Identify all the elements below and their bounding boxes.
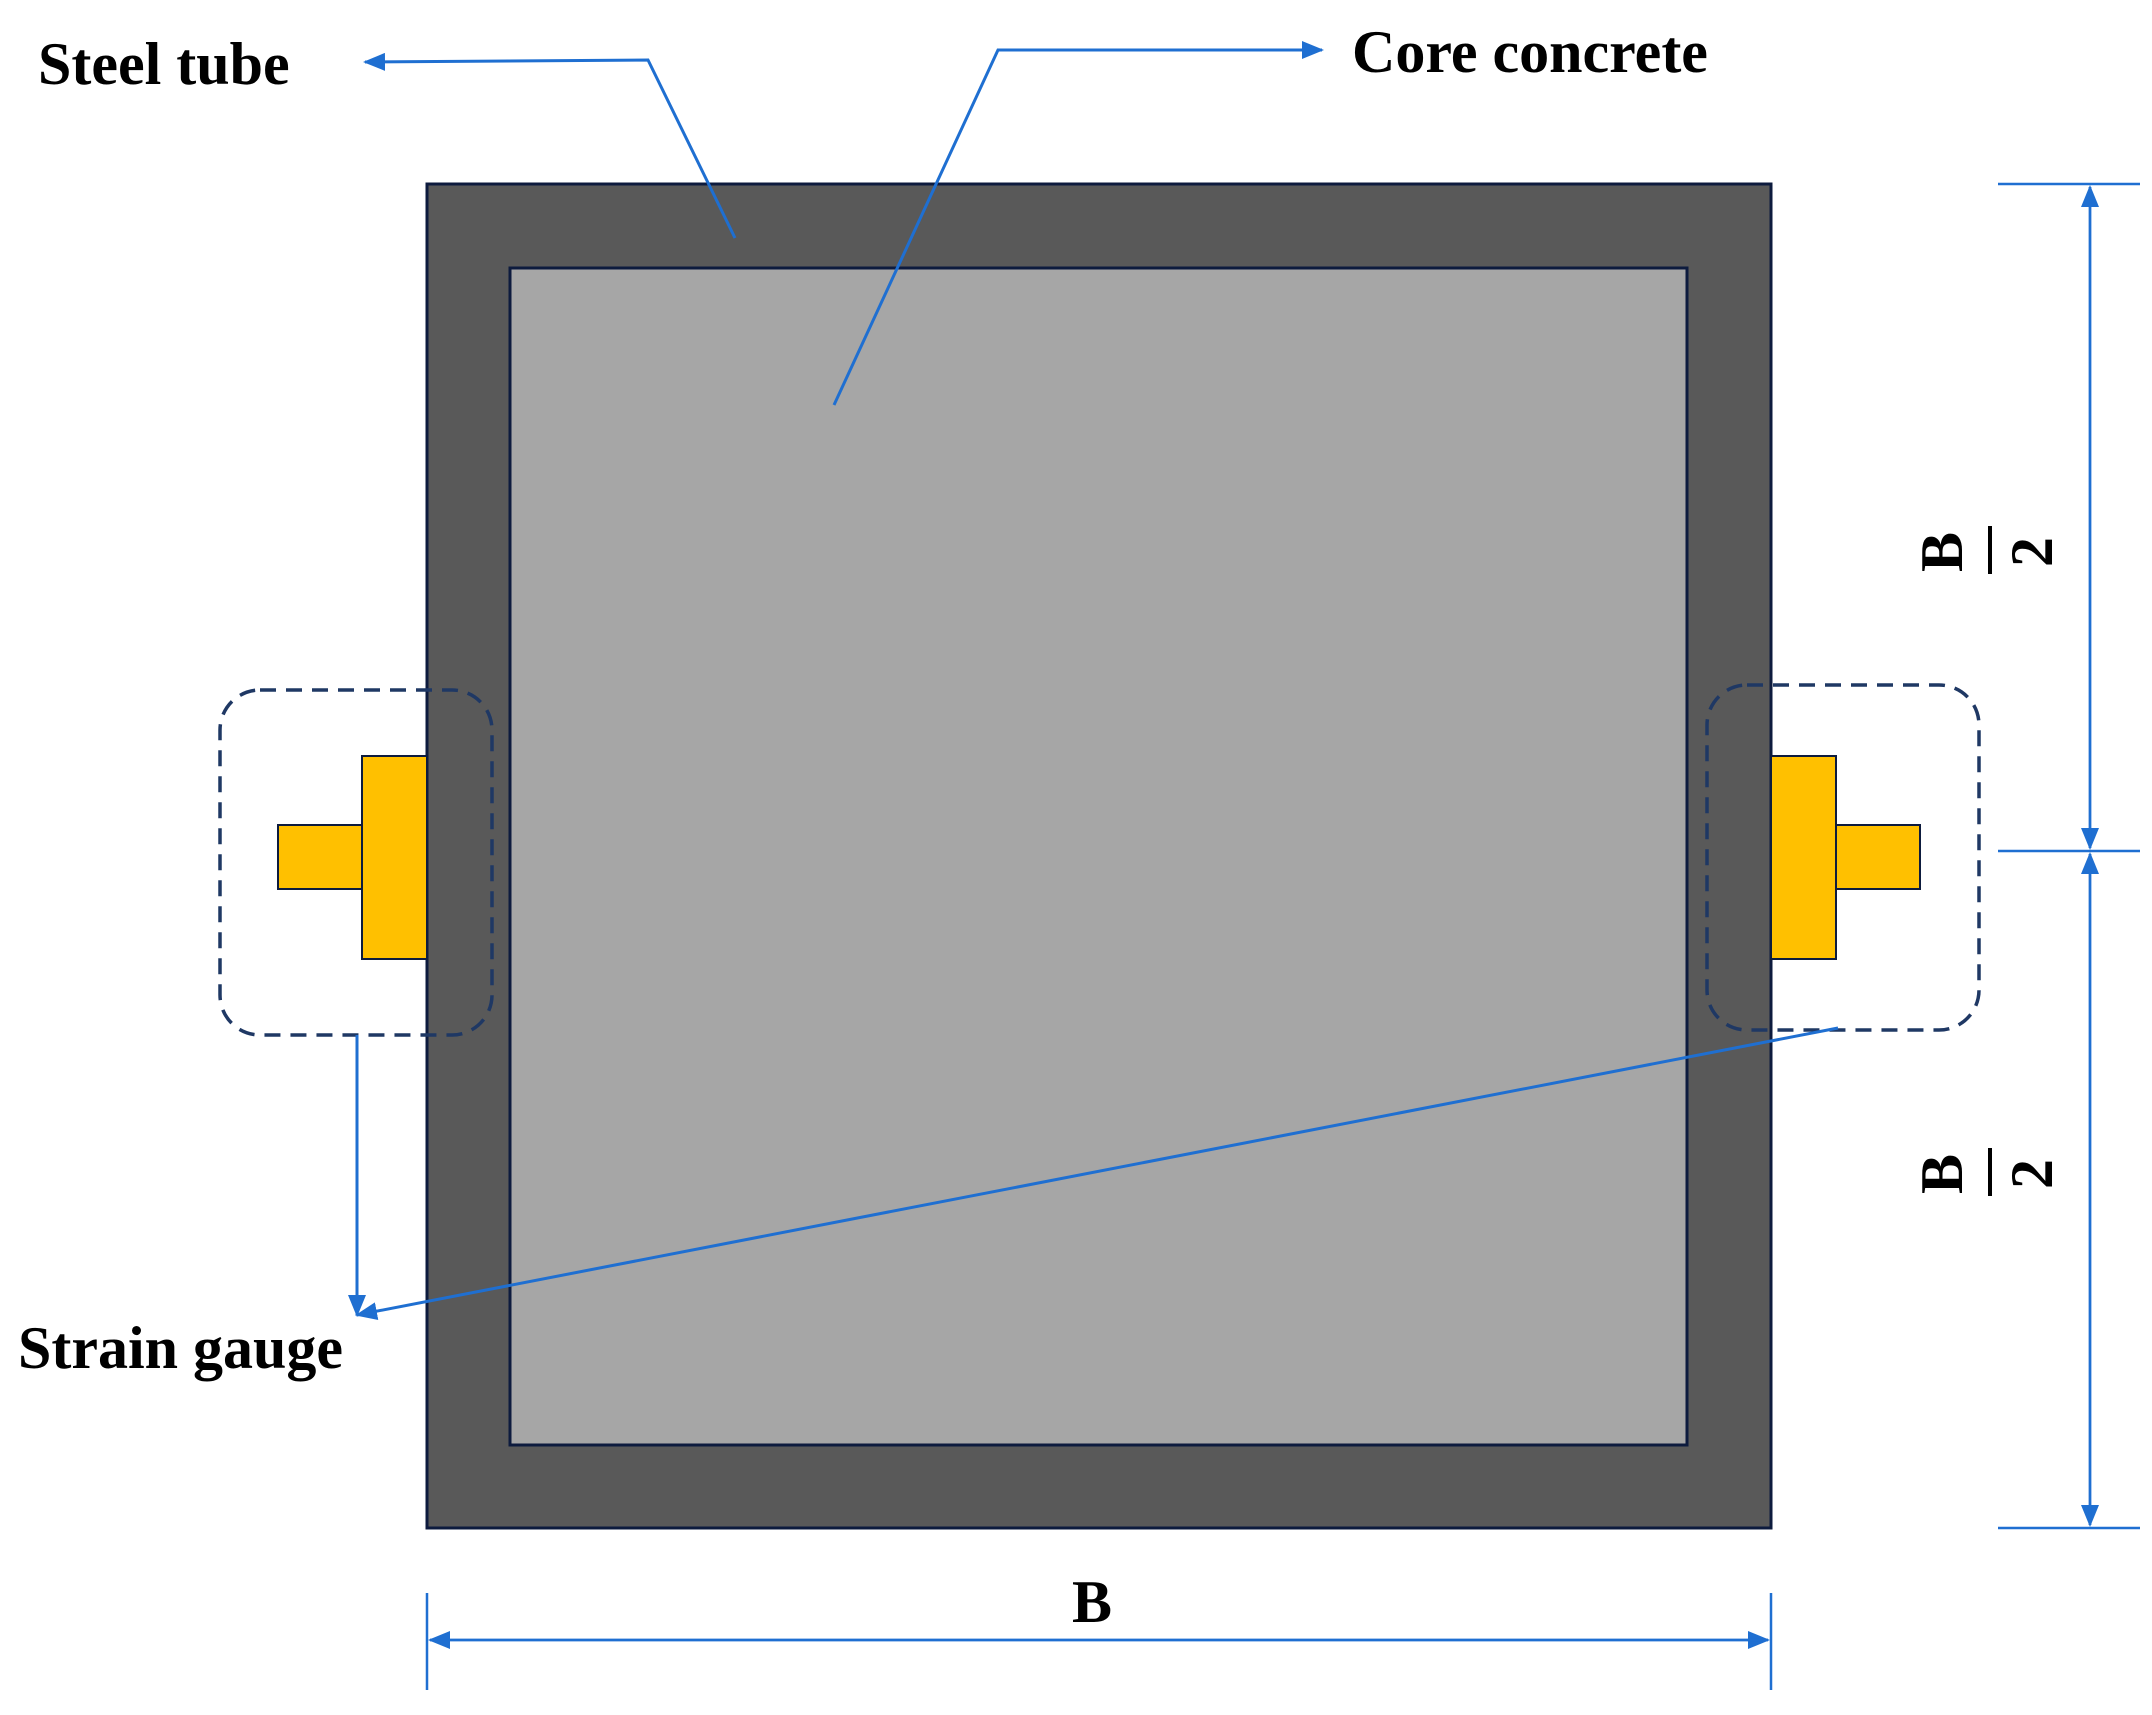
- core-concrete-label: Core concrete: [1352, 19, 1708, 85]
- right-gauge-highlight-box: [1705, 683, 1981, 1032]
- strain-gauge-label: Strain gauge: [18, 1315, 343, 1381]
- width-label: B: [1072, 1569, 1112, 1635]
- right-gauge-tab: [1835, 824, 1921, 890]
- width-dimension: [425, 1593, 1773, 1690]
- strain-gauge-leader-right: [355, 1026, 1839, 1321]
- height-dimension: [1998, 182, 2140, 1530]
- right-strain-gauge: [1770, 755, 1921, 960]
- left-gauge-tab: [277, 824, 363, 890]
- half-height-label-bottom: B 2: [1909, 1148, 2065, 1196]
- half-height-label-top: B 2: [1909, 526, 2065, 574]
- core-concrete: [508, 266, 1689, 1447]
- core-concrete-leader: [832, 41, 1324, 406]
- left-gauge-plate: [361, 755, 428, 960]
- half-bottom-denominator: 2: [1999, 1159, 2065, 1189]
- right-gauge-plate: [1770, 755, 1837, 960]
- steel-tube-leader: [363, 52, 737, 239]
- left-strain-gauge: [277, 755, 428, 960]
- half-bottom-numerator: B: [1909, 1154, 1975, 1194]
- half-top-denominator: 2: [1999, 537, 2065, 567]
- half-top-numerator: B: [1909, 532, 1975, 572]
- steel-tube-label: Steel tube: [38, 31, 290, 97]
